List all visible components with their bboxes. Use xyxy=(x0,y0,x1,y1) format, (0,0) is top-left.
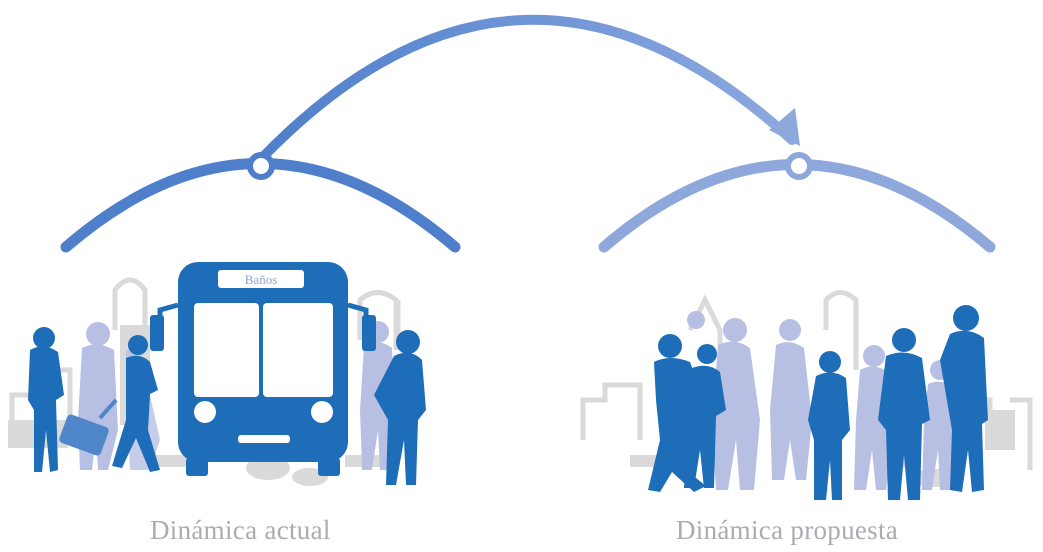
connector-arcs xyxy=(60,15,996,253)
current-scene: Baños xyxy=(8,262,426,486)
left-node xyxy=(247,152,275,180)
person-silhouette-icon xyxy=(28,327,64,472)
bus-icon: Baños xyxy=(150,262,376,476)
luggage-icon xyxy=(59,398,118,456)
person-silhouette-icon xyxy=(648,305,988,500)
person-silhouette-icon xyxy=(374,330,426,485)
transition-arc xyxy=(255,15,797,165)
right-node xyxy=(785,152,813,180)
proposed-scene xyxy=(580,290,1033,500)
caption-proposed: Dinámica propuesta xyxy=(676,515,899,545)
bus-destination-sign: Baños xyxy=(245,272,278,287)
traveler-with-luggage xyxy=(112,335,160,472)
caption-current: Dinámica actual xyxy=(150,515,331,545)
arrow-icon xyxy=(769,108,800,146)
